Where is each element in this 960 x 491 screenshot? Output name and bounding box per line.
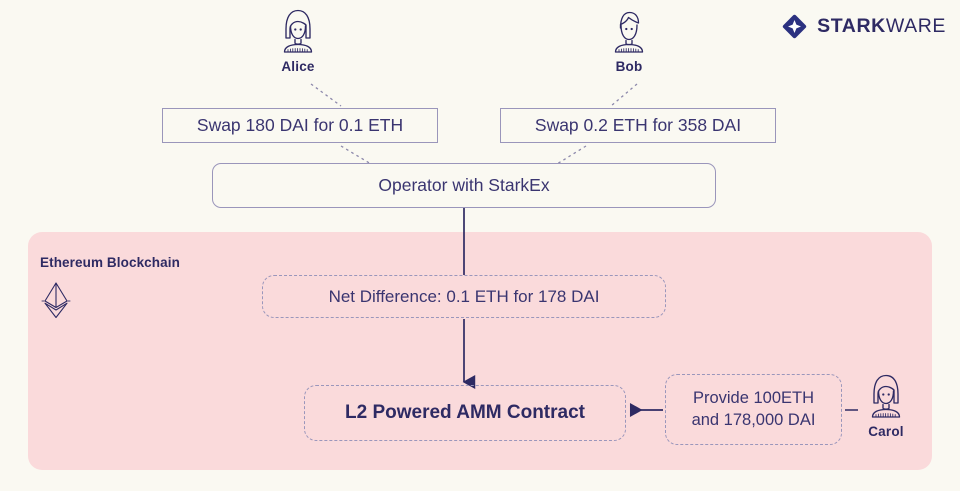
- person-carol: Carol: [863, 370, 909, 439]
- carol-provide-line-2: and 178,000 DAI: [691, 410, 816, 429]
- l2-powered-amm-contract-box: L2 Powered AMM Contract: [304, 385, 626, 441]
- starkware-wordmark: STARKWARE: [817, 15, 946, 38]
- connector-bob-to-swap: [610, 83, 638, 107]
- starkware-logo: STARKWARE: [781, 13, 946, 40]
- person-bob: Bob: [606, 5, 652, 74]
- operator-with-starkex-box: Operator with StarkEx: [212, 163, 716, 208]
- ethereum-diamond-icon: [41, 282, 71, 319]
- connector-alice-to-swap: [310, 83, 342, 107]
- connector-alice-swap-to-operator: [340, 145, 372, 165]
- brand-name-light: WARE: [885, 15, 946, 37]
- ethereum-blockchain-region: [28, 232, 932, 470]
- bob-swap-box: Swap 0.2 ETH for 358 DAI: [500, 108, 776, 143]
- brand-name-bold: STARK: [817, 15, 886, 37]
- person-name-label: Bob: [615, 59, 643, 74]
- user-male-avatar-icon: [614, 11, 644, 53]
- connector-bob-swap-to-operator: [556, 145, 587, 165]
- person-name-label: Carol: [868, 424, 904, 439]
- carol-provide-box: Provide 100ETH and 178,000 DAI: [665, 374, 842, 445]
- alice-swap-box: Swap 180 DAI for 0.1 ETH: [162, 108, 438, 143]
- ethereum-blockchain-label: Ethereum Blockchain: [40, 255, 180, 270]
- person-name-label: Alice: [281, 59, 315, 74]
- person-alice: Alice: [275, 5, 321, 74]
- user-female-avatar-icon: [871, 374, 901, 418]
- user-female-avatar-icon: [283, 9, 313, 53]
- net-difference-box: Net Difference: 0.1 ETH for 178 DAI: [262, 275, 666, 318]
- starkware-diamond-star-icon: [782, 14, 807, 39]
- carol-provide-line-1: Provide 100ETH: [692, 388, 815, 407]
